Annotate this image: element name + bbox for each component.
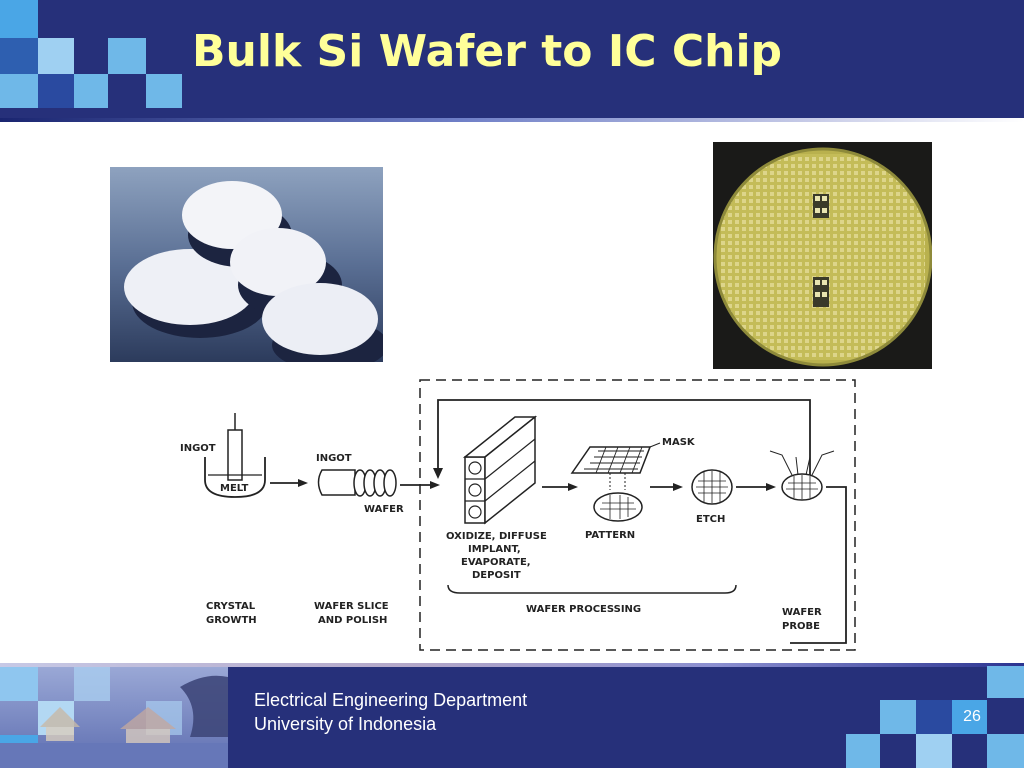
wafer-processing-label: WAFER PROCESSING — [526, 604, 641, 615]
page-number: 26 — [963, 708, 981, 725]
silicon-wafers-photo — [110, 167, 388, 371]
etched-wafer-icon — [691, 469, 733, 505]
crucible-icon — [204, 413, 266, 498]
footer-divider — [0, 663, 1024, 667]
wafer-slice-line-1: WAFER SLICE — [314, 601, 389, 612]
ingot-mid-label: INGOT — [316, 453, 352, 464]
ingot-left-label: INGOT — [180, 443, 216, 454]
campus-photo — [0, 667, 228, 768]
furnace-tubes-icon — [462, 415, 538, 525]
oxidize-line-1: OXIDIZE, DIFFUSE — [446, 531, 547, 542]
department-line-2: University of Indonesia — [254, 714, 437, 734]
crystal-growth-line-2: GROWTH — [206, 615, 257, 626]
mask-label: MASK — [662, 437, 696, 448]
melt-label: MELT — [220, 483, 248, 494]
department-line-1: Electrical Engineering Department — [254, 690, 528, 710]
ingot-slices-icon — [317, 469, 397, 497]
crystal-growth-line-1: CRYSTAL — [206, 601, 256, 612]
etch-label: ETCH — [696, 514, 725, 525]
oxidize-line-2: IMPLANT, — [468, 544, 521, 555]
slide-title: Bulk Si Wafer to IC Chip — [192, 26, 783, 77]
wafer-probe-line-1: WAFER — [782, 607, 822, 618]
wafer-probe-icon — [769, 450, 835, 501]
wafer-label: WAFER — [364, 504, 404, 515]
processed-wafer-photo — [713, 142, 933, 369]
oxidize-line-3: EVAPORATE, — [461, 557, 531, 568]
process-flow-diagram: INGOT MELT INGOT WAFER OXIDIZE, DIFFUSE … — [180, 379, 856, 651]
wafer-slice-line-2: AND POLISH — [318, 615, 387, 626]
wafer-probe-line-2: PROBE — [782, 621, 820, 632]
mask-icon — [570, 442, 661, 522]
pattern-label: PATTERN — [585, 530, 635, 541]
header-divider — [0, 118, 1024, 122]
department-name: Electrical Engineering Department Univer… — [254, 688, 527, 736]
oxidize-line-4: DEPOSIT — [472, 570, 521, 581]
